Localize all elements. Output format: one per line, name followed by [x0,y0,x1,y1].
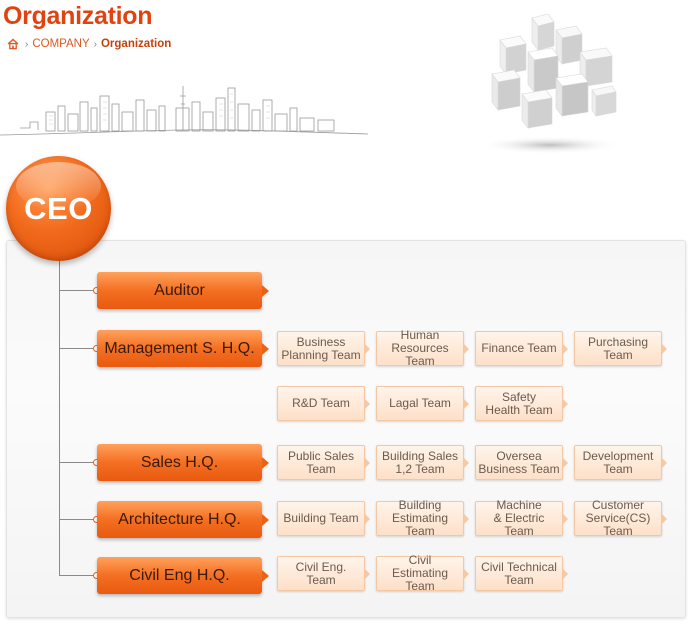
division-sales-hq[interactable]: Sales H.Q. [97,444,269,481]
team-human-resources[interactable]: Human Resources Team [376,329,469,368]
team-legal[interactable]: Lagal Team [376,386,469,421]
breadcrumb-company[interactable]: COMPANY [32,38,90,50]
team-building-sales[interactable]: Building Sales 1,2 Team [376,445,469,480]
team-business-planning[interactable]: Business Planning Team [277,331,370,366]
division-civil-eng-hq[interactable]: Civil Eng H.Q. [97,557,269,594]
team-machine-electric[interactable]: Machine & Electric Team [475,499,568,538]
home-icon[interactable] [7,38,19,50]
chevron-right-icon: › [93,38,97,50]
team-civil-technical[interactable]: Civil Technical Team [475,556,568,591]
cubes-illustration [478,13,622,154]
branch-line [59,519,96,520]
ceo-node[interactable]: CEO [6,156,111,261]
division-architecture-hq[interactable]: Architecture H.Q. [97,501,269,538]
org-trunk-line [59,258,60,576]
team-civil-eng[interactable]: Civil Eng. Team [277,556,370,591]
chevron-right-icon: › [25,38,29,50]
division-management-shq[interactable]: Management S. H.Q. [97,330,269,367]
team-rd[interactable]: R&D Team [277,386,370,421]
team-building-estimating[interactable]: Building Estimating Team [376,499,469,538]
branch-line [59,290,96,291]
branch-line [59,348,96,349]
team-civil-estimating[interactable]: Civil Estimating Team [376,554,469,593]
team-development[interactable]: Development Team [574,445,667,480]
team-building[interactable]: Building Team [277,501,370,536]
branch-line [59,462,96,463]
team-public-sales[interactable]: Public Sales Team [277,445,370,480]
ceo-label: CEO [24,190,93,226]
breadcrumb-organization: Organization [100,38,172,50]
page-title: Organization [3,2,153,30]
division-auditor[interactable]: Auditor [97,272,269,309]
team-purchasing[interactable]: Purchasing Team [574,331,667,366]
team-safety-health[interactable]: Safety Health Team [475,386,568,421]
team-customer-service[interactable]: Customer Service(CS) Team [574,499,667,538]
city-skyline-illustration [0,86,369,136]
team-finance[interactable]: Finance Team [475,331,568,366]
breadcrumb: › COMPANY › Organization [7,37,171,51]
branch-line [59,575,96,576]
team-oversea-business[interactable]: Oversea Business Team [475,445,568,480]
